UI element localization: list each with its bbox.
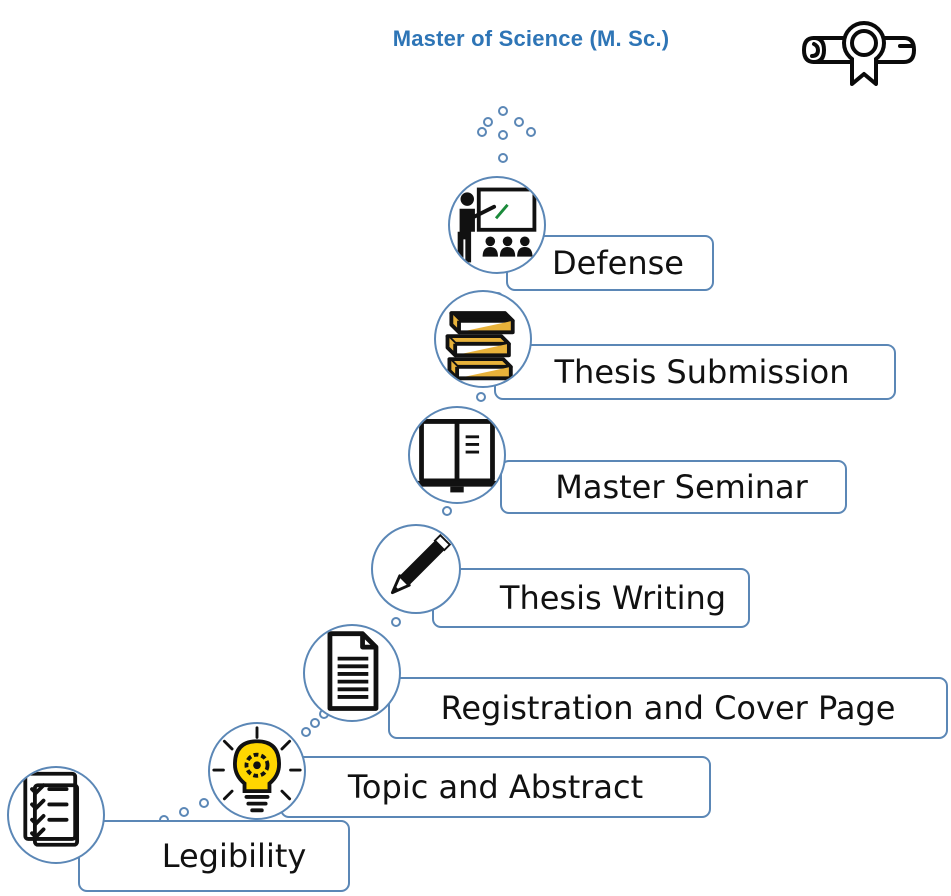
- document-icon: [327, 631, 379, 711]
- step-topic-circle: [208, 722, 306, 820]
- pencil-icon: [390, 533, 452, 595]
- step-legibility-circle: [7, 766, 105, 864]
- step-registration-label: Registration and Cover Page: [388, 677, 948, 739]
- lightbulb-gear-icon: [212, 726, 302, 813]
- step-seminar-label: Master Seminar: [500, 460, 847, 514]
- presentation-icon: [457, 187, 537, 263]
- step-writing-circle: [371, 524, 461, 614]
- step-submission-label: Thesis Submission: [494, 344, 896, 400]
- step-seminar-circle: [408, 406, 506, 504]
- step-topic-label: Topic and Abstract: [280, 756, 711, 818]
- checklist-icon: [23, 771, 80, 847]
- step-registration-circle: [303, 624, 401, 722]
- book-screen-icon: [413, 419, 501, 493]
- step-defense-circle: [448, 176, 546, 274]
- page-title: Master of Science (M. Sc.): [392, 26, 670, 51]
- book-stack-icon: [445, 311, 515, 381]
- step-writing-label: Thesis Writing: [432, 568, 750, 628]
- step-legibility-label: Legibility: [78, 820, 350, 892]
- diploma-ribbon-icon: [802, 21, 916, 86]
- step-submission-circle: [434, 290, 532, 388]
